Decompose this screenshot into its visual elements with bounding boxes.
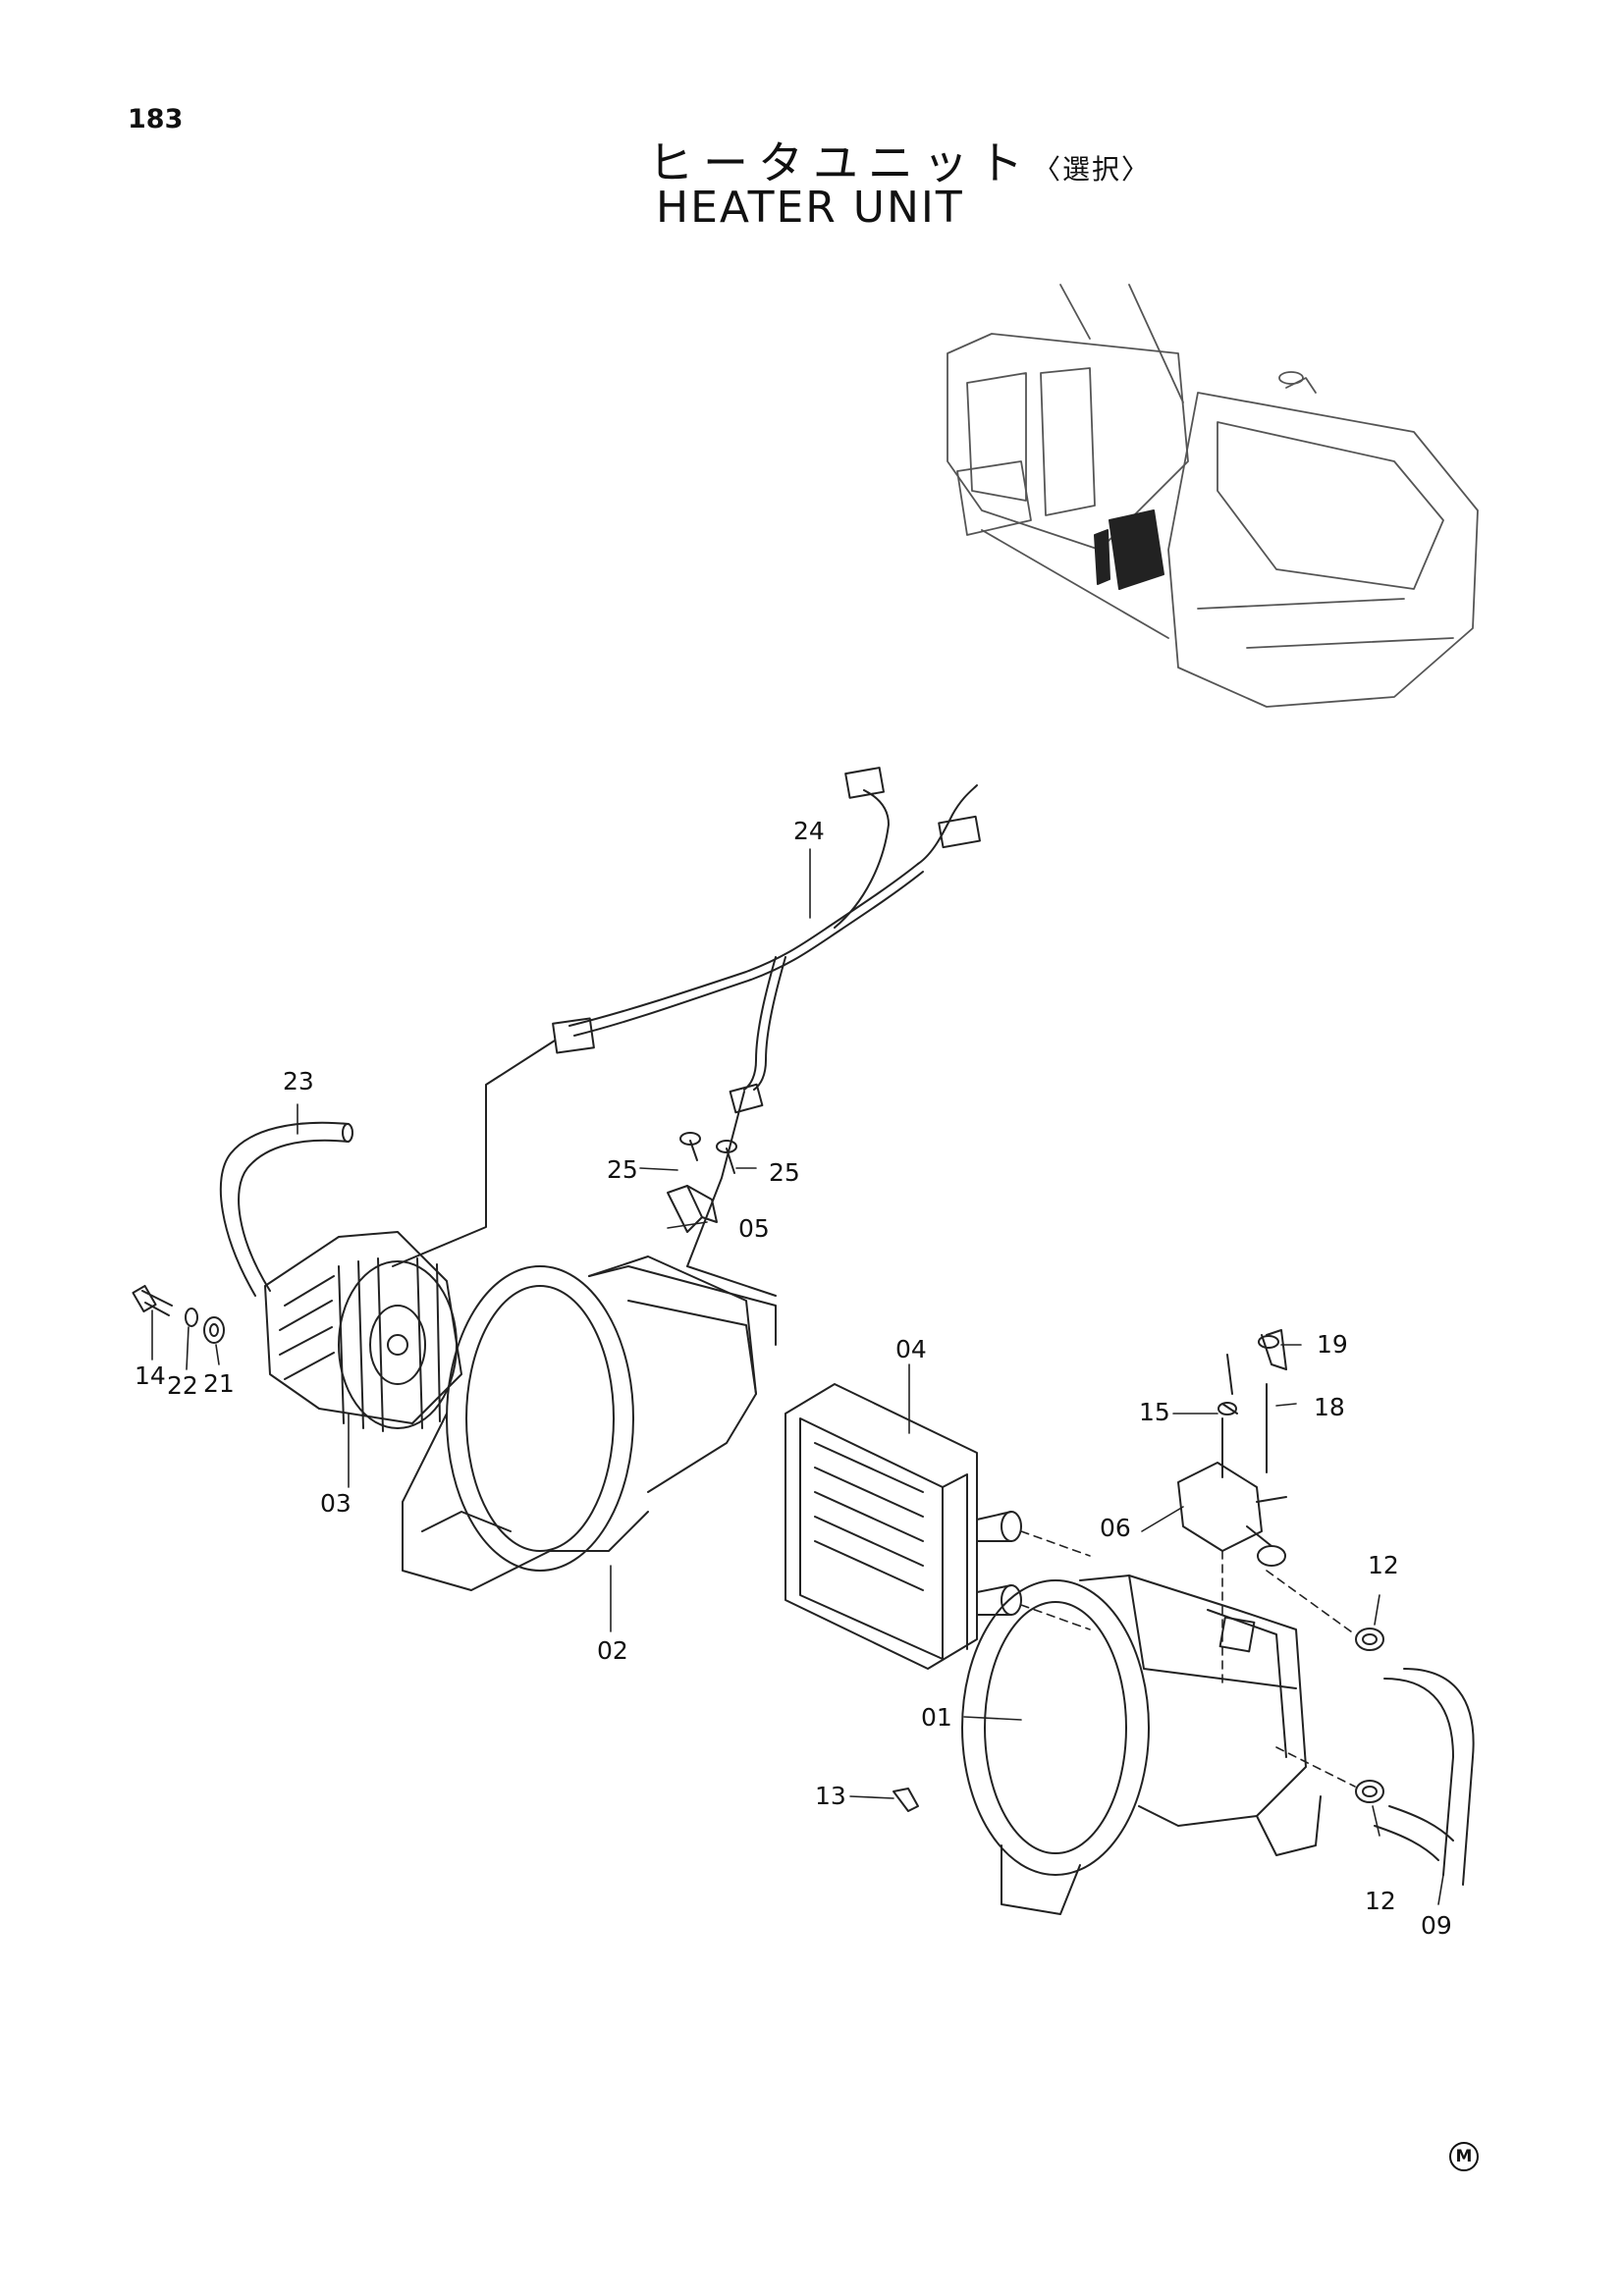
callout-19: 19 (1317, 1330, 1348, 1359)
water-valve-assembly (1177, 1329, 1287, 1567)
callout-24: 24 (793, 817, 825, 845)
excavator-location-inset (947, 284, 1479, 708)
callout-25-left: 25 (607, 1155, 638, 1184)
callout-02: 02 (597, 1636, 628, 1665)
callout-09: 09 (1421, 1911, 1452, 1940)
callout-04: 04 (895, 1335, 927, 1363)
callout-15: 15 (1139, 1398, 1170, 1426)
resistor-and-screws (667, 1132, 737, 1233)
callout-12-upper: 12 (1368, 1551, 1399, 1579)
heater-case-front (402, 1255, 777, 1591)
blower-motor (264, 1231, 462, 1432)
heater-case-rear (961, 1575, 1322, 1915)
callout-05: 05 (738, 1214, 770, 1243)
manufacturer-mark: M (1449, 2142, 1479, 2171)
callout-06: 06 (1100, 1514, 1131, 1542)
title-english: HEATER UNIT (656, 183, 964, 233)
title-japanese-note: 〈選択〉 (1033, 153, 1152, 186)
callout-01: 01 (921, 1703, 952, 1732)
callout-14: 14 (135, 1362, 166, 1390)
heater-core (784, 1383, 1022, 1670)
bolt-washer-nut (132, 1284, 225, 1344)
callout-18: 18 (1314, 1393, 1345, 1421)
callout-12-lower: 12 (1365, 1887, 1396, 1915)
callout-13: 13 (815, 1782, 846, 1810)
drain-hose (219, 1121, 353, 1297)
callout-22: 22 (167, 1371, 198, 1400)
title-japanese: ヒータユニット〈選択〉 (648, 128, 1151, 192)
callout-leader-lines (151, 848, 1444, 1905)
callout-03: 03 (320, 1489, 352, 1518)
callout-23: 23 (283, 1067, 314, 1095)
callout-labels: 01 02 03 04 05 06 09 12 12 13 14 15 18 1… (135, 817, 1452, 1940)
wire-harness (392, 767, 981, 1267)
callout-25-right: 25 (769, 1158, 800, 1187)
hose-clamps-and-hose (893, 1628, 1475, 1886)
page-number: 183 (128, 104, 184, 134)
title-japanese-text: ヒータユニット (648, 136, 1033, 189)
heater-unit-location-highlight (1094, 509, 1164, 590)
callout-21: 21 (203, 1369, 235, 1398)
assembly-guide-lines (1020, 1530, 1356, 1788)
